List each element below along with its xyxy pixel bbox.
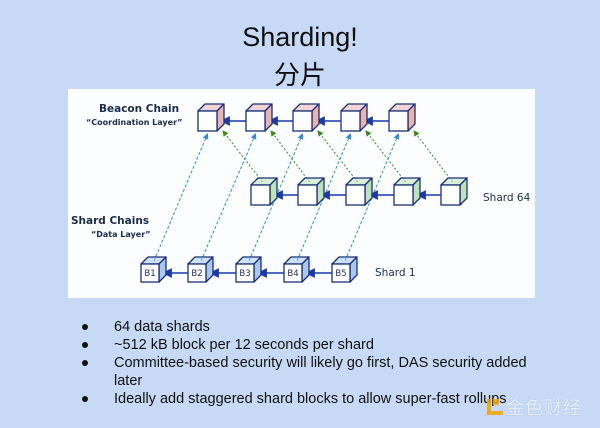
- cube-front-face: [235, 263, 255, 283]
- cube-front-face: [197, 110, 218, 132]
- shard1-to-beacon-link: [248, 133, 304, 262]
- cube-front-face: [393, 184, 414, 206]
- shard-chains-sublabel: “Data Layer”: [91, 230, 151, 239]
- shard64-to-beacon-link: [317, 130, 358, 183]
- shard64-block: [250, 177, 278, 206]
- cube-front-face: [388, 110, 409, 132]
- sharding-diagram: B1 B2 B3 B4 B5 Beacon Chain “Coordination La…: [68, 89, 535, 298]
- shard1-to-beacon-link: [344, 133, 400, 262]
- cube-front-face: [140, 263, 160, 283]
- shard64-to-beacon-link: [222, 130, 263, 183]
- shard64-to-beacon-link: [270, 130, 310, 183]
- block-label: B2: [191, 269, 202, 279]
- shard64-block: [345, 177, 373, 206]
- shard64-to-beacon-link: [413, 130, 453, 183]
- shard64-block: [440, 177, 468, 206]
- bullet-item: Committee-based security will likely go …: [82, 354, 554, 390]
- block-label: B5: [335, 269, 346, 279]
- block-label: B3: [239, 269, 250, 279]
- beacon-chain-sublabel: “Coordination Layer”: [86, 118, 183, 127]
- beacon-block: [340, 103, 368, 132]
- shard-chains-label: Shard Chains: [71, 215, 150, 227]
- bullet-dot: [82, 342, 88, 348]
- bullet-dot: [82, 360, 88, 366]
- shard1-block: B1: [140, 256, 167, 283]
- cube-front-face: [283, 263, 303, 283]
- shard1-to-beacon-link: [200, 133, 257, 262]
- bullet-item: ~512 kB block per 12 seconds per shard: [82, 336, 554, 354]
- bullet-dot: [82, 396, 88, 402]
- cube-front-face: [245, 110, 266, 132]
- beacon-block: [292, 103, 320, 132]
- beacon-block: [197, 103, 225, 132]
- blocks: B1 B2 B3 B4 B5: [140, 103, 468, 283]
- block-label: B1: [144, 269, 155, 279]
- bullet-item: Ideally add staggered shard blocks to al…: [82, 390, 554, 408]
- bullet-item: 64 data shards: [82, 318, 554, 336]
- cube-front-face: [440, 184, 461, 206]
- shard1-to-beacon-link: [153, 133, 209, 262]
- cube-front-face: [250, 184, 271, 206]
- watermark-text: 金色财经: [506, 398, 582, 419]
- bullet-dot: [82, 324, 88, 330]
- cube-front-face: [340, 110, 361, 132]
- shard-64-label: Shard 64: [483, 192, 531, 204]
- beacon-block: [388, 103, 416, 132]
- slide-title: Sharding!: [242, 22, 358, 52]
- slide-subtitle-zh: 分片: [273, 61, 326, 91]
- cube-front-face: [292, 110, 313, 132]
- shard64-block: [297, 177, 325, 206]
- cube-front-face: [297, 184, 318, 206]
- shard1-to-beacon-link: [296, 133, 352, 262]
- cube-front-face: [331, 263, 351, 283]
- shard1-block: B5: [331, 256, 358, 283]
- block-label: B4: [287, 269, 298, 279]
- shard64-block: [393, 177, 421, 206]
- shard64-to-beacon-link: [365, 130, 406, 183]
- chain-links: [162, 116, 441, 278]
- diagram-canvas: B1 B2 B3 B4 B5: [140, 103, 468, 283]
- beacon-chain-label: Beacon Chain: [99, 103, 180, 115]
- cube-front-face: [187, 263, 207, 283]
- beacon-block: [245, 103, 273, 132]
- shard1-block: B3: [235, 256, 262, 283]
- cube-front-face: [345, 184, 366, 206]
- bullet-list: 64 data shards ~512 kB block per 12 seco…: [82, 318, 554, 408]
- shard1-block: B2: [187, 256, 214, 283]
- cross-links: [153, 130, 453, 262]
- watermark-logo-icon: [487, 399, 503, 415]
- shard1-block: B4: [283, 256, 310, 283]
- shard-1-label: Shard 1: [375, 267, 416, 279]
- watermark: 金色财经: [487, 394, 582, 420]
